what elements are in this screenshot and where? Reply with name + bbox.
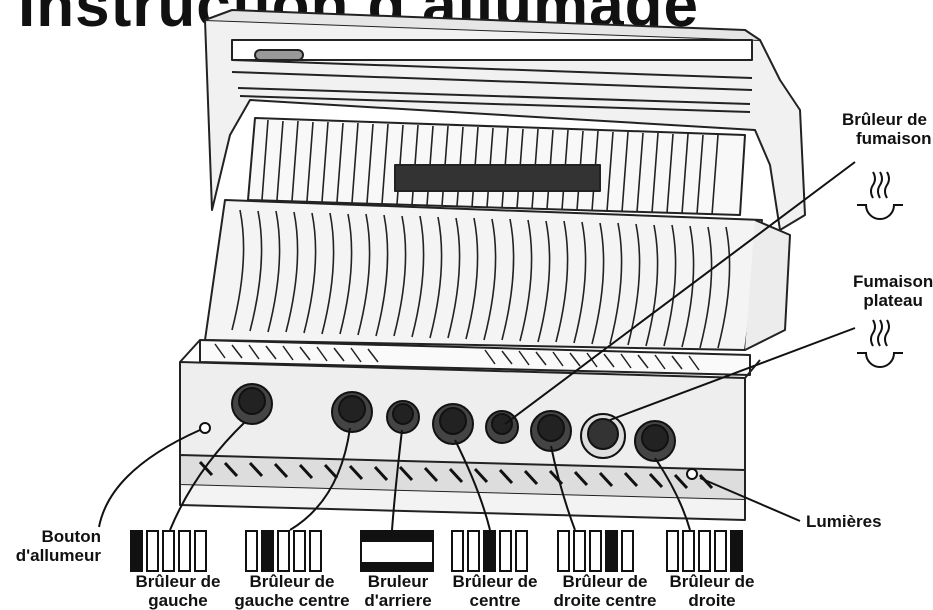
burner-label-right-center-line2: droite centre <box>544 591 666 610</box>
light-button <box>687 469 697 479</box>
burner-label-right: Brûleur de droite <box>660 572 764 610</box>
callout-igniter: Bouton d'allumeur <box>6 527 101 565</box>
callout-igniter-line1: Bouton <box>6 527 101 546</box>
smoker-tray-icon <box>857 320 903 367</box>
burner-label-right-center-line1: Brûleur de <box>544 572 666 591</box>
burner-label-left-center-line2: gauche centre <box>228 591 356 610</box>
callout-smoker-tray: Fumaison plateau <box>853 272 933 310</box>
callout-smoke-burner-line2: fumaison <box>842 129 932 148</box>
burner-label-left-center-line1: Brûleur de <box>228 572 356 591</box>
burner-indicator-icon-right-center <box>557 530 634 572</box>
callout-smoke-burner-line1: Brûleur de <box>842 110 932 129</box>
burner-label-center-line2: centre <box>442 591 548 610</box>
burner-indicator-icon-center <box>451 530 528 572</box>
burner-label-rear: Bruleur d'arriere <box>353 572 443 610</box>
burner-label-rear-line1: Bruleur <box>353 572 443 591</box>
burner-indicator-icon-left <box>130 530 207 572</box>
burner-label-left-line2: gauche <box>125 591 231 610</box>
callout-smoke-burner: Brûleur de fumaison <box>842 110 932 148</box>
burner-indicator-icon-rear <box>360 530 434 572</box>
burner-label-right-line1: Brûleur de <box>660 572 764 591</box>
burner-indicator-icon-right <box>666 530 743 572</box>
callout-lights: Lumières <box>806 512 882 531</box>
callout-igniter-line2: d'allumeur <box>6 546 101 565</box>
igniter-button <box>200 423 210 433</box>
burner-label-left-center: Brûleur de gauche centre <box>228 572 356 610</box>
burner-label-left: Brûleur de gauche <box>125 572 231 610</box>
burner-label-left-line1: Brûleur de <box>125 572 231 591</box>
burner-indicator-icon-left-center <box>245 530 322 572</box>
smoke-burner-icon <box>857 172 903 219</box>
burner-label-right-center: Brûleur de droite centre <box>544 572 666 610</box>
callout-smoker-tray-line2: plateau <box>853 291 933 310</box>
callout-smoker-tray-line1: Fumaison <box>853 272 933 291</box>
burner-label-center: Brûleur de centre <box>442 572 548 610</box>
burner-label-right-line2: droite <box>660 591 764 610</box>
burner-label-center-line1: Brûleur de <box>442 572 548 591</box>
burner-label-rear-line2: d'arriere <box>353 591 443 610</box>
cooking-grates <box>205 200 762 350</box>
